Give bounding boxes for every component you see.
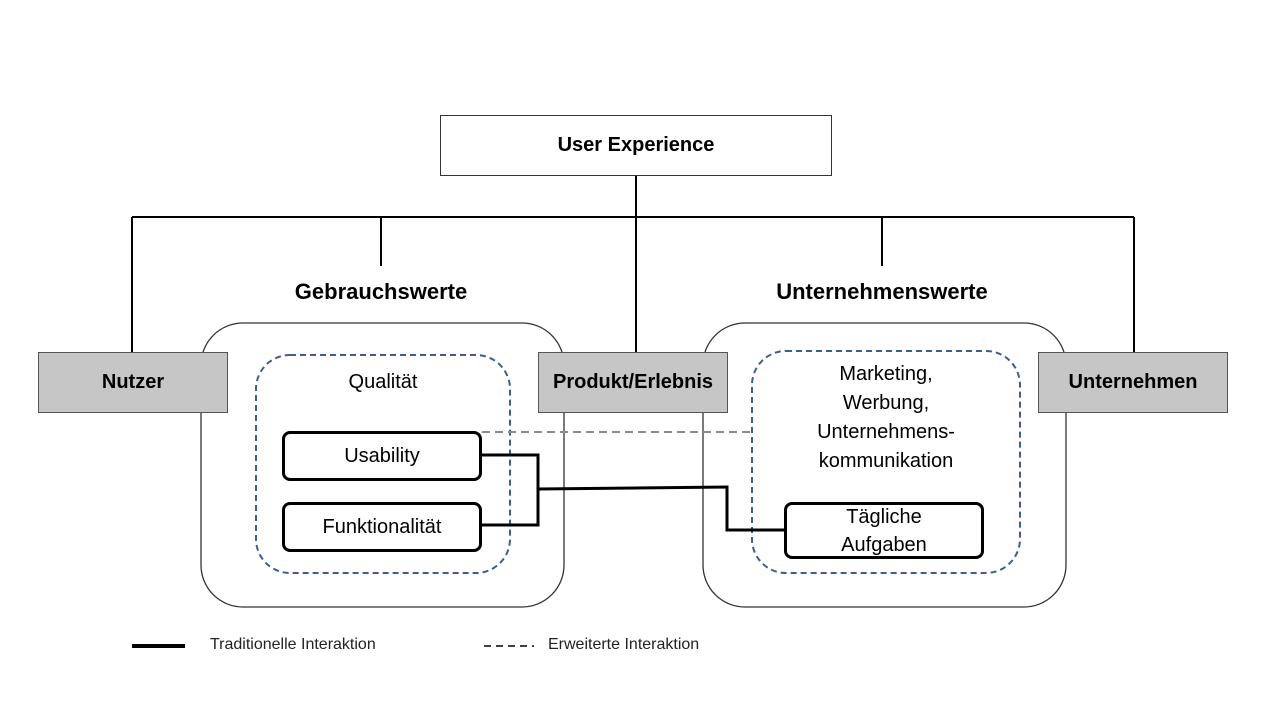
unternehmen-node: Unternehmen	[1038, 352, 1228, 413]
traditional-interaction-line	[482, 453, 540, 527]
legend-solid-label: Traditionelle Interaktion	[210, 636, 376, 653]
gebrauchswerte-container	[200, 322, 565, 608]
marketing-line-4: kommunikation	[818, 450, 954, 472]
nutzer-node: Nutzer	[38, 352, 228, 413]
usability-label: Usability	[344, 445, 420, 467]
user-experience-node: User Experience	[440, 115, 832, 176]
traditional-interaction-link	[537, 485, 785, 532]
marketing-line-1: Marketing,	[839, 363, 933, 385]
unternehmenswerte-container	[702, 322, 1067, 608]
user-experience-label: User Experience	[557, 134, 715, 156]
qualitaet-group	[255, 354, 511, 574]
unternehmenswerte-heading: Unternehmenswerte	[776, 279, 988, 304]
taegliche-label-line-1: Tägliche	[846, 505, 922, 528]
marketing-group	[751, 350, 1021, 574]
gebrauchswerte-heading: Gebrauchswerte	[294, 279, 468, 304]
funktionalitaet-label: Funktionalität	[322, 516, 442, 538]
taegliche-aufgaben-node: Tägliche Aufgaben	[784, 502, 984, 559]
marketing-line-2: Werbung,	[842, 392, 930, 414]
nutzer-label: Nutzer	[101, 371, 165, 393]
usability-node: Usability	[282, 431, 482, 481]
taegliche-label-line-2: Aufgaben	[841, 533, 927, 556]
legend-dashed-label: Erweiterte Interaktion	[548, 636, 700, 653]
marketing-text: Marketing, Werbung, Unternehmens- kommun…	[752, 360, 1020, 476]
produkt-erlebnis-node: Produkt/Erlebnis	[538, 352, 728, 413]
qualitaet-label: Qualität	[348, 371, 418, 393]
unternehmen-label: Unternehmen	[1068, 371, 1198, 393]
funktionalitaet-node: Funktionalität	[282, 502, 482, 552]
produkt-erlebnis-label: Produkt/Erlebnis	[552, 371, 714, 393]
marketing-line-3: Unternehmens-	[817, 421, 955, 443]
